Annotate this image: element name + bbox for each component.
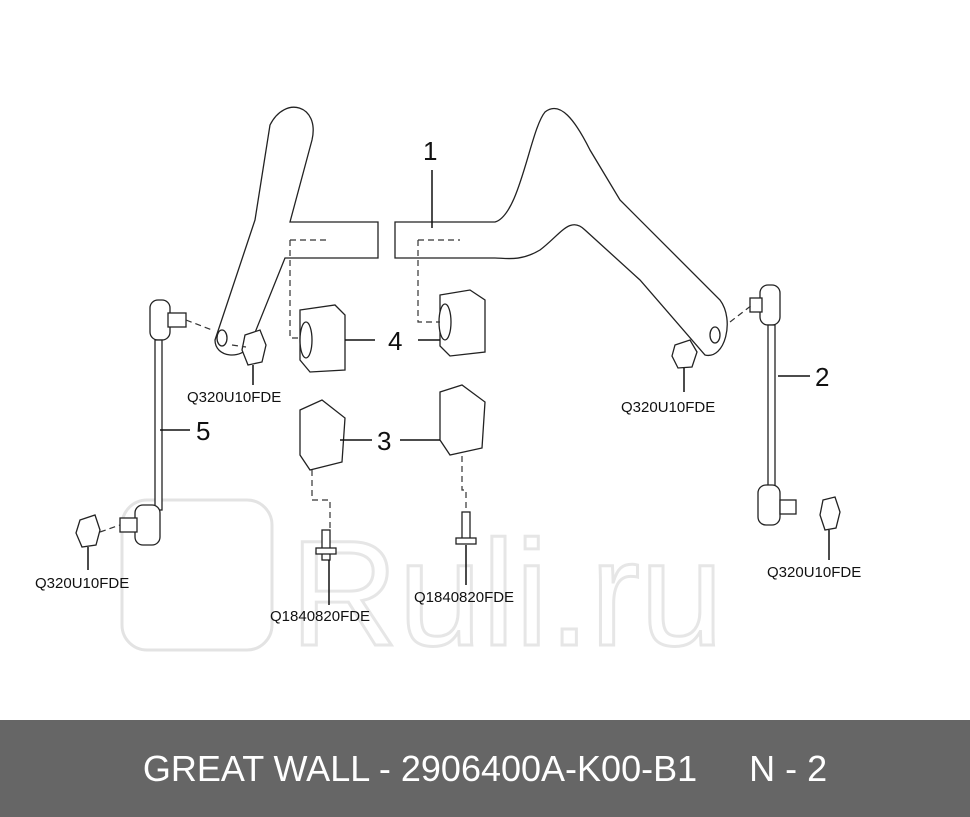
watermark-logo: Ruli.ru [120, 498, 725, 679]
callout-5: 5 [196, 416, 210, 446]
footer-bar: GREAT WALL - 2906400A-K00-B1 N - 2 [0, 720, 970, 817]
part-code-label: Q320U10FDE [35, 575, 129, 592]
callout-3: 3 [377, 426, 391, 456]
part-code-label: Q1840820FDE [270, 608, 370, 625]
callout-1: 1 [423, 136, 437, 166]
svg-text:Ruli.ru: Ruli.ru [290, 509, 723, 677]
stabilizer-link-right [749, 284, 797, 526]
bushing-icons [299, 289, 486, 373]
callout-4: 4 [388, 326, 402, 356]
footer-title: GREAT WALL - 2906400A-K00-B1 [142, 747, 698, 789]
part-code-label: Q320U10FDE [767, 564, 861, 581]
stabilizer-link-left [119, 299, 187, 546]
part-code-label: Q1840820FDE [414, 589, 514, 606]
stabilizer-bar [214, 106, 728, 356]
nut-icons [75, 329, 841, 548]
part-code-label: Q320U10FDE [621, 399, 715, 416]
part-code-label: Q320U10FDE [187, 389, 281, 406]
bolt-icons [315, 511, 477, 561]
callout-2: 2 [815, 362, 829, 392]
parts-diagram: Ruli.ru [35, 106, 861, 679]
footer-page: N - 2 [749, 747, 828, 789]
bracket-icons [299, 384, 486, 471]
